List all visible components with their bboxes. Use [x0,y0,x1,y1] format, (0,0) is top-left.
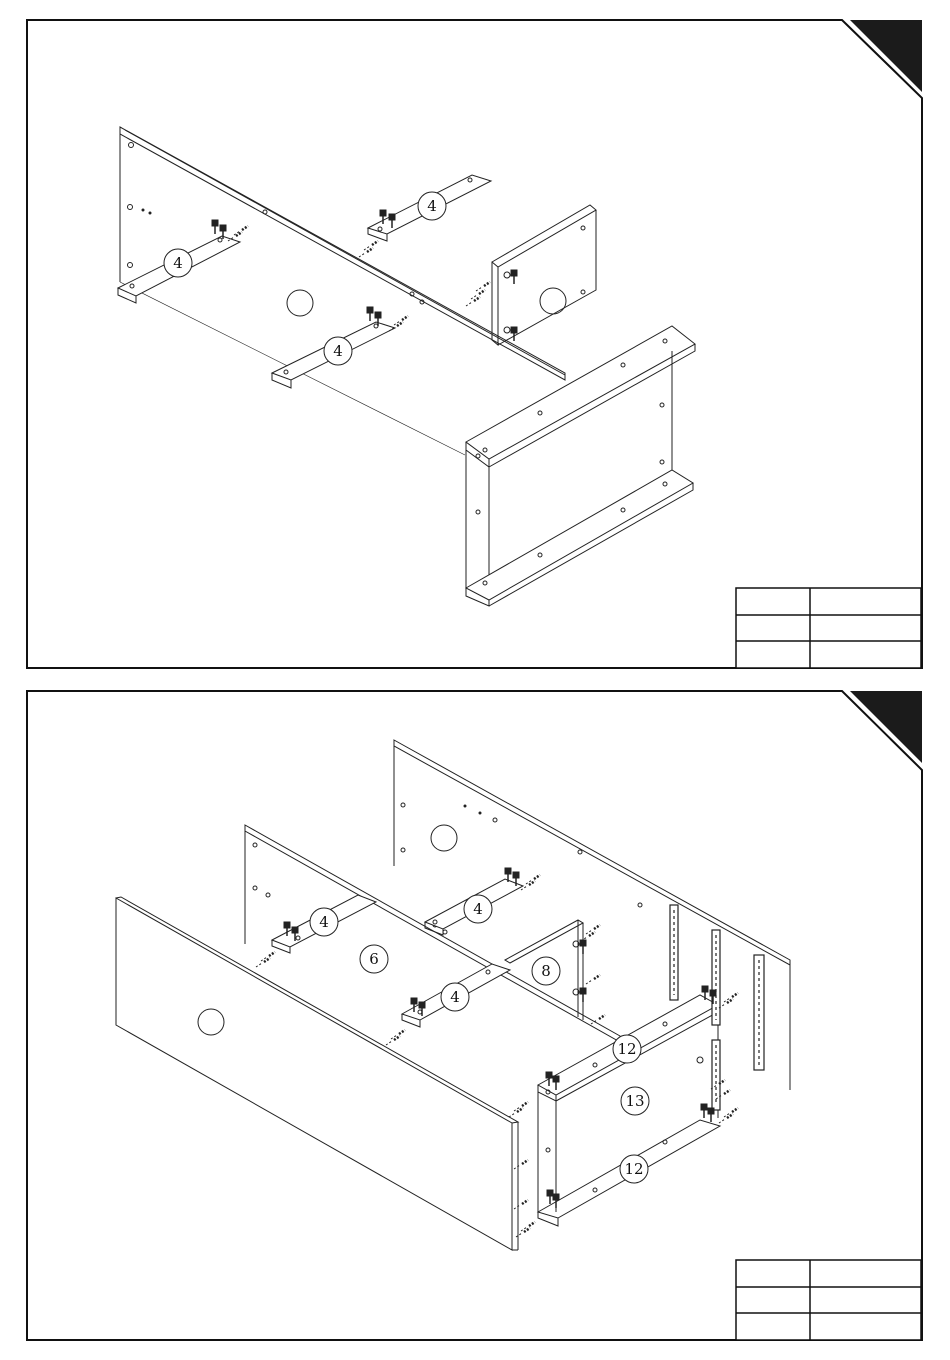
step-1-info-table [736,588,921,668]
part-label-text: 12 [617,1040,636,1058]
part-label-text: 8 [541,962,551,980]
step-1-panel: 4 4 4 [27,20,922,668]
part-label-text: 4 [333,342,343,360]
part-label-text: 4 [319,913,329,931]
part-label-text: 6 [369,950,379,968]
part-label: 4 [164,249,192,277]
part-label-text: 4 [173,254,183,272]
part-label: 13 [621,1087,649,1115]
part-label: 4 [324,337,352,365]
part-label: 4 [310,908,338,936]
part-label: 12 [620,1155,648,1183]
part-label: 4 [418,192,446,220]
part-label-text: 12 [624,1160,643,1178]
part-label: 12 [613,1035,641,1063]
part-label-text: 13 [625,1092,644,1110]
step-2-info-table [736,1260,921,1340]
part-label: 8 [532,957,560,985]
step-2-panel: 4 4 4 6 8 12 13 12 [27,691,922,1340]
part-label: 6 [360,945,388,973]
part-label: 4 [464,895,492,923]
part-label-text: 4 [473,900,483,918]
part-label-text: 4 [427,197,437,215]
part-label: 4 [441,983,469,1011]
part-label-text: 4 [450,988,460,1006]
